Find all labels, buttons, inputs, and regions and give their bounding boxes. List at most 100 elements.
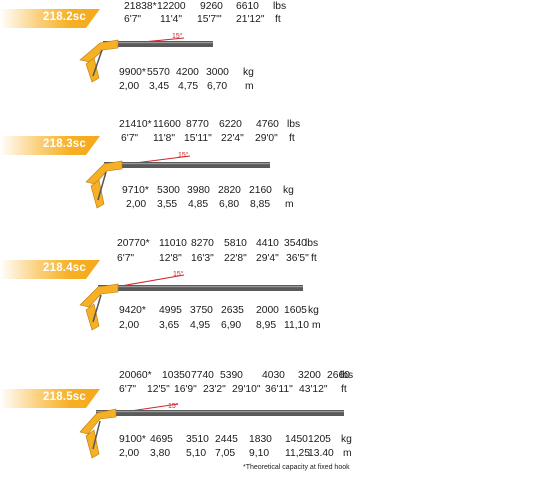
lbs-value: 21838*	[124, 1, 157, 12]
lbs-value: 3200	[298, 370, 321, 381]
ft-value: 6'7"	[119, 384, 137, 395]
column	[85, 57, 100, 83]
ft-value: 12'5"	[147, 384, 170, 395]
m-value: 4,75	[178, 81, 199, 92]
ft-value: 6'7"	[117, 253, 135, 264]
m-value: 3,45	[149, 81, 170, 92]
kg-value: 4995	[159, 305, 182, 316]
m-value: 11,10	[284, 320, 310, 331]
lbs-unit: lbs	[273, 1, 287, 12]
model-badge-218-3sc: 218.3sc	[0, 136, 100, 155]
lbs-value: 8270	[191, 238, 214, 249]
lbs-value: 10350	[162, 370, 191, 381]
model-badge-218-5sc: 218.5sc	[0, 389, 100, 408]
ft-value: 36'5"	[286, 253, 309, 264]
ft-row: 6'7" 11'4" 15'7"' 21'12" ft	[0, 14, 533, 26]
kg-row: 9100* 4695 3510 2445 1830 1450 1205 kg	[0, 434, 533, 446]
m-value: 13.40	[308, 448, 334, 459]
m-value: 2,00	[119, 320, 140, 331]
cylinder	[92, 49, 103, 77]
angle-label: 15°	[172, 32, 183, 40]
ft-value: 6'7"	[121, 133, 139, 144]
ft-unit: ft	[289, 133, 295, 144]
angle-label: 15°	[173, 270, 184, 278]
ft-value: 29'0"	[255, 133, 278, 144]
ft-value: 15'7"'	[197, 14, 222, 25]
m-value: 4,85	[188, 199, 209, 210]
lbs-value: 4760	[256, 119, 279, 130]
ft-value: 11'8"	[153, 133, 176, 144]
ft-value: 22'4"	[221, 133, 244, 144]
m-value: 7,05	[215, 448, 236, 459]
cylinder	[92, 420, 101, 450]
m-value: 6,80	[219, 199, 240, 210]
m-row: 2,00 3,80 5,10 7,05 9,10 11,25 13.40 m	[0, 448, 533, 460]
column	[85, 303, 100, 331]
ft-value: 6'7"	[124, 14, 142, 25]
model-badge-218-4sc: 218.4sc	[0, 260, 100, 279]
main-boom	[79, 283, 119, 308]
kg-unit: kg	[341, 434, 352, 445]
cylinder	[97, 171, 107, 201]
kg-row: 9710* 5300 3980 2820 2160 kg	[0, 185, 533, 197]
model-label: 218.4sc	[43, 262, 86, 274]
kg-value: 2635	[221, 305, 244, 316]
lbs-value: 8770	[186, 119, 209, 130]
kg-value: 1830	[249, 434, 272, 445]
boom-extension	[98, 285, 303, 291]
m-unit: m	[285, 199, 294, 210]
model-label: 218.2sc	[43, 11, 86, 23]
ft-unit: ft	[311, 253, 317, 264]
m-value: 11,25	[285, 448, 311, 459]
ft-value: 43'12"	[299, 384, 328, 395]
kg-unit: kg	[308, 305, 319, 316]
lbs-value: 5390	[220, 370, 243, 381]
kg-value: 2820	[218, 185, 241, 196]
footnote: *Theoretical capacity at fixed hook	[243, 464, 350, 471]
boom-extension	[103, 41, 213, 47]
m-unit: m	[343, 448, 352, 459]
kg-value: 3000	[206, 67, 229, 78]
lbs-value: 6610	[236, 1, 259, 12]
kg-value: 3510	[186, 434, 209, 445]
kg-value: 9420*	[119, 305, 146, 316]
m-value: 5,10	[186, 448, 207, 459]
kg-value: 9100*	[119, 434, 146, 445]
ft-row: 6'7" 12'5" 16'9" 23'2" 29'10" 36'11" 43'…	[0, 384, 533, 396]
ft-row: 6'7" 11'8" 15'11" 22'4" 29'0" ft	[0, 133, 533, 145]
m-unit: m	[245, 81, 254, 92]
m-value: 6,70	[207, 81, 228, 92]
ft-value: 12'8"	[159, 253, 182, 264]
m-value: 8,95	[256, 320, 277, 331]
model-label: 218.5sc	[43, 391, 86, 403]
lbs-value: 5810	[224, 238, 247, 249]
kg-value: 1205	[308, 434, 331, 445]
angle-label: 15°	[178, 151, 189, 159]
kg-value: 3750	[190, 305, 213, 316]
m-row: 2,00 3,65 4,95 6,90 8,95 11,10 m	[0, 320, 533, 332]
m-value: 3,65	[159, 320, 180, 331]
ft-value: 15'11"	[184, 133, 212, 144]
lbs-value: 2660	[327, 370, 350, 381]
kg-value: 4695	[150, 434, 173, 445]
lbs-value: 12200	[157, 1, 186, 12]
m-value: 9,10	[249, 448, 270, 459]
kg-value: 2445	[215, 434, 238, 445]
ft-value: 16'9"	[174, 384, 197, 395]
model-label: 218.3sc	[43, 138, 86, 150]
lbs-value: 3540	[284, 238, 307, 249]
m-row: 2,00 3,45 4,75 6,70 m	[0, 81, 533, 93]
kg-value: 1450	[285, 434, 308, 445]
kg-unit: kg	[243, 67, 254, 78]
lbs-row: 21838* 12200 9260 6610 lbs	[0, 1, 533, 13]
lbs-value: 11010	[159, 238, 187, 249]
kg-value: 1605	[284, 305, 307, 316]
kg-value: 5300	[157, 185, 180, 196]
ft-value: 29'10"	[232, 384, 261, 395]
ft-value: 22'8"	[224, 253, 247, 264]
ft-value: 16'3"	[191, 253, 214, 264]
